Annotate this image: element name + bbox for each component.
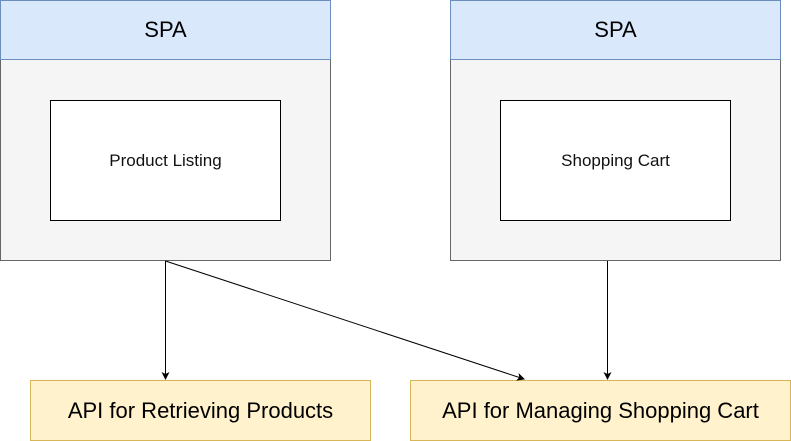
shopping-cart-label: Shopping Cart <box>561 150 670 170</box>
spa-container-right: SPA Shopping Cart <box>450 0 781 261</box>
api-retrieving-products: API for Retrieving Products <box>30 380 371 441</box>
product-listing-label: Product Listing <box>109 150 222 170</box>
spa-header-right: SPA <box>450 0 781 60</box>
product-listing-box: Product Listing <box>50 100 281 221</box>
spa-title-left: SPA <box>144 17 187 42</box>
api-managing-shopping-cart-label: API for Managing Shopping Cart <box>442 397 759 423</box>
arrow-listing-to-cart-api <box>165 260 525 381</box>
api-retrieving-products-label: API for Retrieving Products <box>67 397 334 423</box>
shopping-cart-box: Shopping Cart <box>500 100 731 221</box>
spa-title-right: SPA <box>594 17 637 42</box>
spa-container-left: SPA Product Listing <box>0 0 331 261</box>
spa-header-left: SPA <box>0 0 331 60</box>
api-managing-shopping-cart: API for Managing Shopping Cart <box>410 380 791 441</box>
